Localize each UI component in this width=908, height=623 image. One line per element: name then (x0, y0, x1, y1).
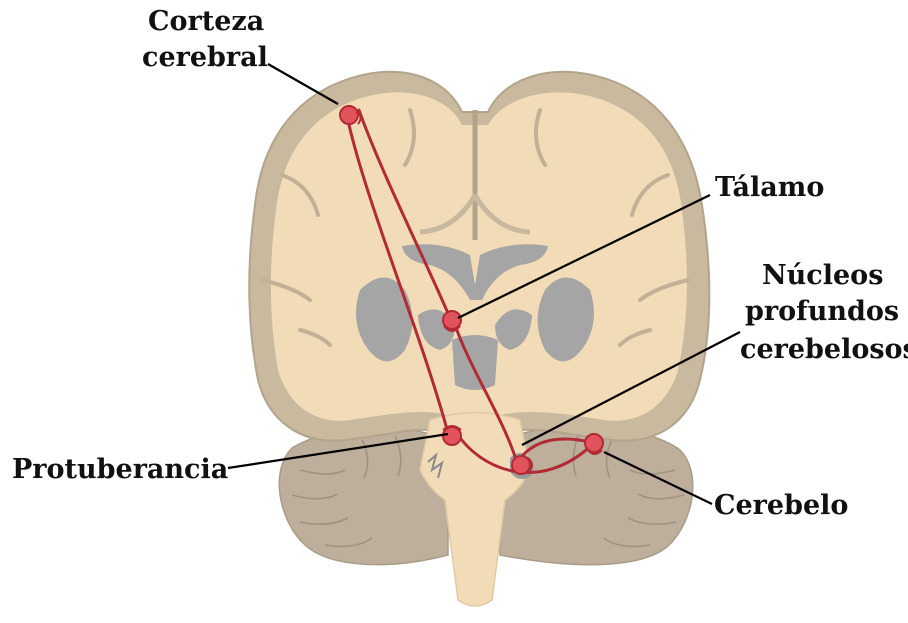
label-nuclei-line1: Núcleos (762, 260, 883, 291)
neuron-pons (443, 426, 461, 445)
label-nuclei-line3: cerebelosos (740, 334, 908, 365)
label-thalamus: Tálamo (715, 172, 824, 203)
brain-illustration (249, 72, 709, 606)
label-cortex-line2: cerebral (142, 42, 268, 73)
label-cerebellum: Cerebelo (714, 490, 848, 521)
label-pons: Protuberancia (12, 454, 228, 485)
neuron-cerebellum (585, 434, 603, 454)
label-cortex-line1: Corteza (148, 6, 264, 37)
neuron-deep-nuclei (512, 456, 532, 474)
leader-line-cortex (268, 64, 338, 104)
neuron-thalamus (443, 311, 461, 331)
label-nuclei-line2: profundos (745, 296, 899, 327)
